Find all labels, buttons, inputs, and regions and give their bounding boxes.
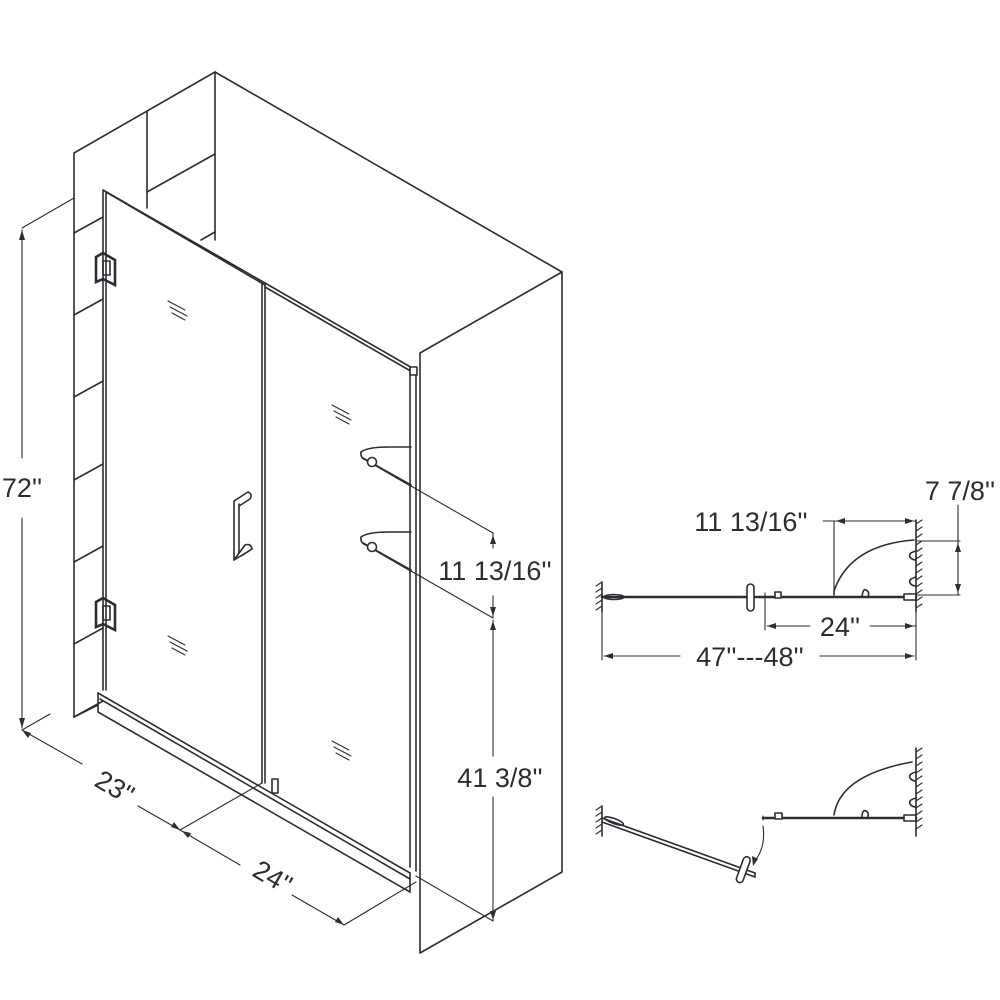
plan-corner-shelf [833, 539, 917, 601]
dimension-shelf-depth: 11 13/16'' [694, 507, 917, 592]
dimension-height: 72'' [2, 197, 75, 731]
open-door-handle [735, 855, 752, 884]
bottom-hinge [94, 596, 117, 633]
top-hinge [94, 251, 117, 288]
door-width-label: 23" [90, 764, 139, 810]
plan-shelf-return-label: 7 7/8'' [925, 476, 995, 506]
shelf-height-label: 41 3/8'' [457, 763, 542, 793]
height-label: 72'' [2, 473, 42, 503]
plan-panel-width-label: 24'' [820, 612, 860, 642]
lower-corner-shelf [360, 531, 412, 572]
dimension-panel-width: 24" [179, 829, 417, 926]
door-glass [102, 189, 266, 691]
inline-panel-glass [261, 282, 418, 872]
wall-hinge [603, 593, 625, 601]
door-handle [233, 491, 253, 561]
glass-reflection-mark [331, 404, 352, 425]
dimension-shelf-return: 7 7/8'' [915, 476, 995, 596]
upper-corner-shelf [360, 446, 412, 487]
plan-shelf-depth-label: 11 13/16'' [694, 507, 807, 537]
glass-reflection-mark [331, 740, 352, 761]
enclosure-walls [73, 71, 563, 954]
panel-width-label: 24" [248, 854, 297, 900]
open-left-wall-hatch [595, 805, 603, 837]
glass-reflection-mark [167, 635, 188, 656]
dimension-door-width: 23" [21, 729, 263, 831]
open-door-glass [601, 817, 756, 874]
open-right-wall-hatch [915, 747, 923, 837]
plan-view-closed: 11 13/16'' 7 7/8'' 24'' 4 [595, 476, 995, 672]
right-wall-hatch [915, 519, 923, 613]
glass-reflection-mark [167, 300, 188, 321]
open-plan-corner-shelf [833, 761, 917, 822]
base-threshold [73, 692, 411, 893]
dimension-overall-width: 47''---48'' [601, 611, 917, 672]
isometric-view: 72'' 23" 24" [2, 71, 563, 954]
door-swing-arrow [753, 825, 765, 863]
door-stop [271, 778, 279, 794]
dimension-shelf-heights: 11 13/16'' 41 3/8'' [410, 485, 552, 922]
shelf-spacing-label: 11 13/16'' [438, 556, 551, 586]
plan-overall-width-label: 47''---48'' [696, 642, 804, 672]
plan-view-open [595, 747, 923, 884]
plan-door-handle [746, 583, 755, 612]
plan-door-stop [774, 591, 782, 599]
dimension-plan-panel: 24'' [764, 592, 917, 642]
